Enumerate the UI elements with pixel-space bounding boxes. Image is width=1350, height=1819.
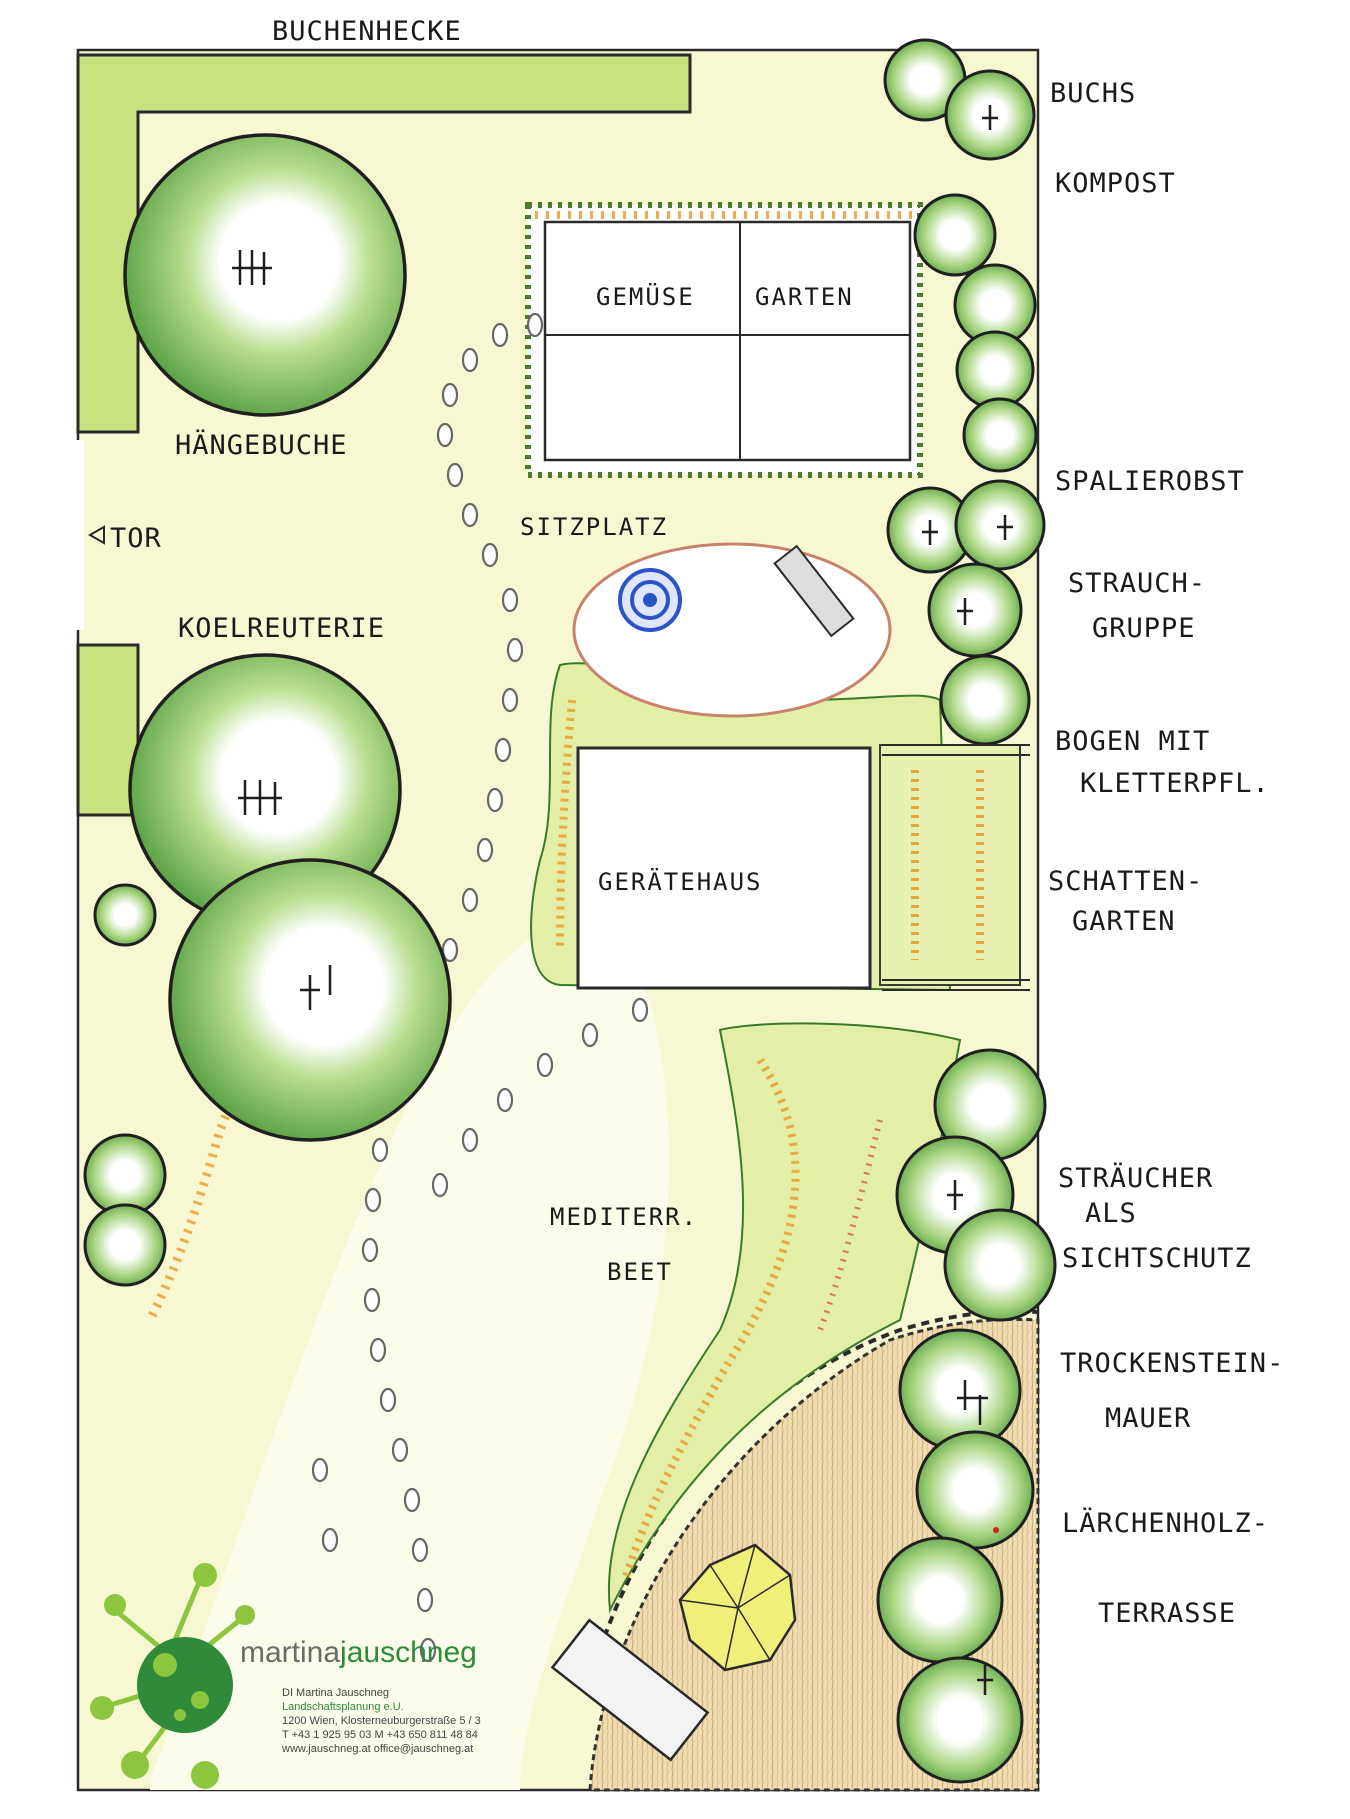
red-dot <box>993 1527 999 1533</box>
label-garten: GARTEN <box>755 283 854 311</box>
terrace-shrubs <box>876 1328 1035 1784</box>
property-boundary <box>76 48 1040 1792</box>
espalier-fruit-shrubs <box>913 193 1038 473</box>
label-schattengarten-2: GARTEN <box>1072 906 1176 937</box>
water-feature-icon <box>618 568 682 632</box>
beech-hedge <box>76 53 692 434</box>
shrub <box>93 883 157 947</box>
gate-gap <box>74 440 84 630</box>
lawn-lower <box>150 924 670 1790</box>
label-trockensteinmauer-1: TROCKENSTEIN- <box>1060 1348 1285 1379</box>
logo-wordmark: martinajauschneg <box>240 1636 477 1669</box>
contact-block: DI Martina Jauschneg Landschaftsplanung … <box>282 1686 481 1756</box>
label-bogen-1: BOGEN MIT <box>1055 726 1211 757</box>
contact-company: Landschaftsplanung e.U. <box>282 1701 404 1713</box>
label-trockensteinmauer-2: MAUER <box>1105 1403 1192 1434</box>
label-laerchenholz-1: LÄRCHENHOLZ- <box>1062 1508 1270 1539</box>
company-logo-icon <box>90 1563 255 1789</box>
label-laerchenholz-2: TERRASSE <box>1098 1598 1237 1629</box>
label-haengebuche: HÄNGEBUCHE <box>175 430 348 461</box>
label-tor: TOR <box>110 523 162 554</box>
label-strauchgruppe-1: STRAUCH- <box>1068 568 1207 599</box>
tool-shed <box>576 746 872 990</box>
stepping-stone-path <box>311 312 649 1663</box>
shrub <box>83 1133 167 1217</box>
mediterranean-bed <box>607 1022 962 1614</box>
arch-icon <box>882 744 1030 991</box>
contact-address: 1200 Wien, Klosterneuburgerstraße 5 / 3 <box>282 1715 481 1727</box>
label-straeucher-3: SICHTSCHUTZ <box>1062 1243 1252 1274</box>
label-koelreuterie: KOELREUTERIE <box>178 613 386 644</box>
hedge-segment <box>76 643 140 817</box>
plant-marks <box>232 105 1013 1695</box>
shrub-group <box>886 479 1046 746</box>
seating-area <box>572 542 892 718</box>
label-schattengarten-1: SCHATTEN- <box>1048 866 1204 897</box>
label-spalierobst: SPALIEROBST <box>1055 466 1245 497</box>
label-sitzplatz: SITZPLATZ <box>520 513 669 541</box>
parasol-icon <box>678 1543 797 1672</box>
buchs-shrubs <box>883 38 1036 161</box>
label-straeucher-1: STRÄUCHER <box>1058 1163 1214 1194</box>
lounger-icon <box>550 1618 710 1762</box>
vegetable-garden <box>543 220 912 462</box>
contact-name: DI Martina Jauschneg <box>282 1687 389 1699</box>
label-strauchgruppe-2: GRUPPE <box>1092 613 1196 644</box>
label-buchenhecke: BUCHENHECKE <box>272 16 462 47</box>
label-straeucher-2: ALS <box>1085 1198 1137 1229</box>
label-mediterr-1: MEDITERR. <box>550 1203 699 1231</box>
label-mediterr-2: BEET <box>607 1258 673 1286</box>
label-kompost: KOMPOST <box>1055 168 1176 199</box>
gate-arrow-icon <box>87 525 105 545</box>
contact-web: www.jauschneg.at office@jauschneg.at <box>282 1743 474 1755</box>
label-geraetehaus: GERÄTEHAUS <box>598 868 763 896</box>
shed-bed-accent <box>556 699 576 951</box>
bench-icon <box>773 544 855 638</box>
shrub <box>83 1203 167 1287</box>
label-gemuese: GEMÜSE <box>596 283 695 311</box>
contact-phone: T +43 1 925 95 03 M +43 650 811 48 84 <box>282 1729 478 1741</box>
label-buchs: BUCHS <box>1050 78 1137 109</box>
label-bogen-2: KLETTERPFL. <box>1080 768 1270 799</box>
shade-garden-bed <box>879 744 1021 986</box>
